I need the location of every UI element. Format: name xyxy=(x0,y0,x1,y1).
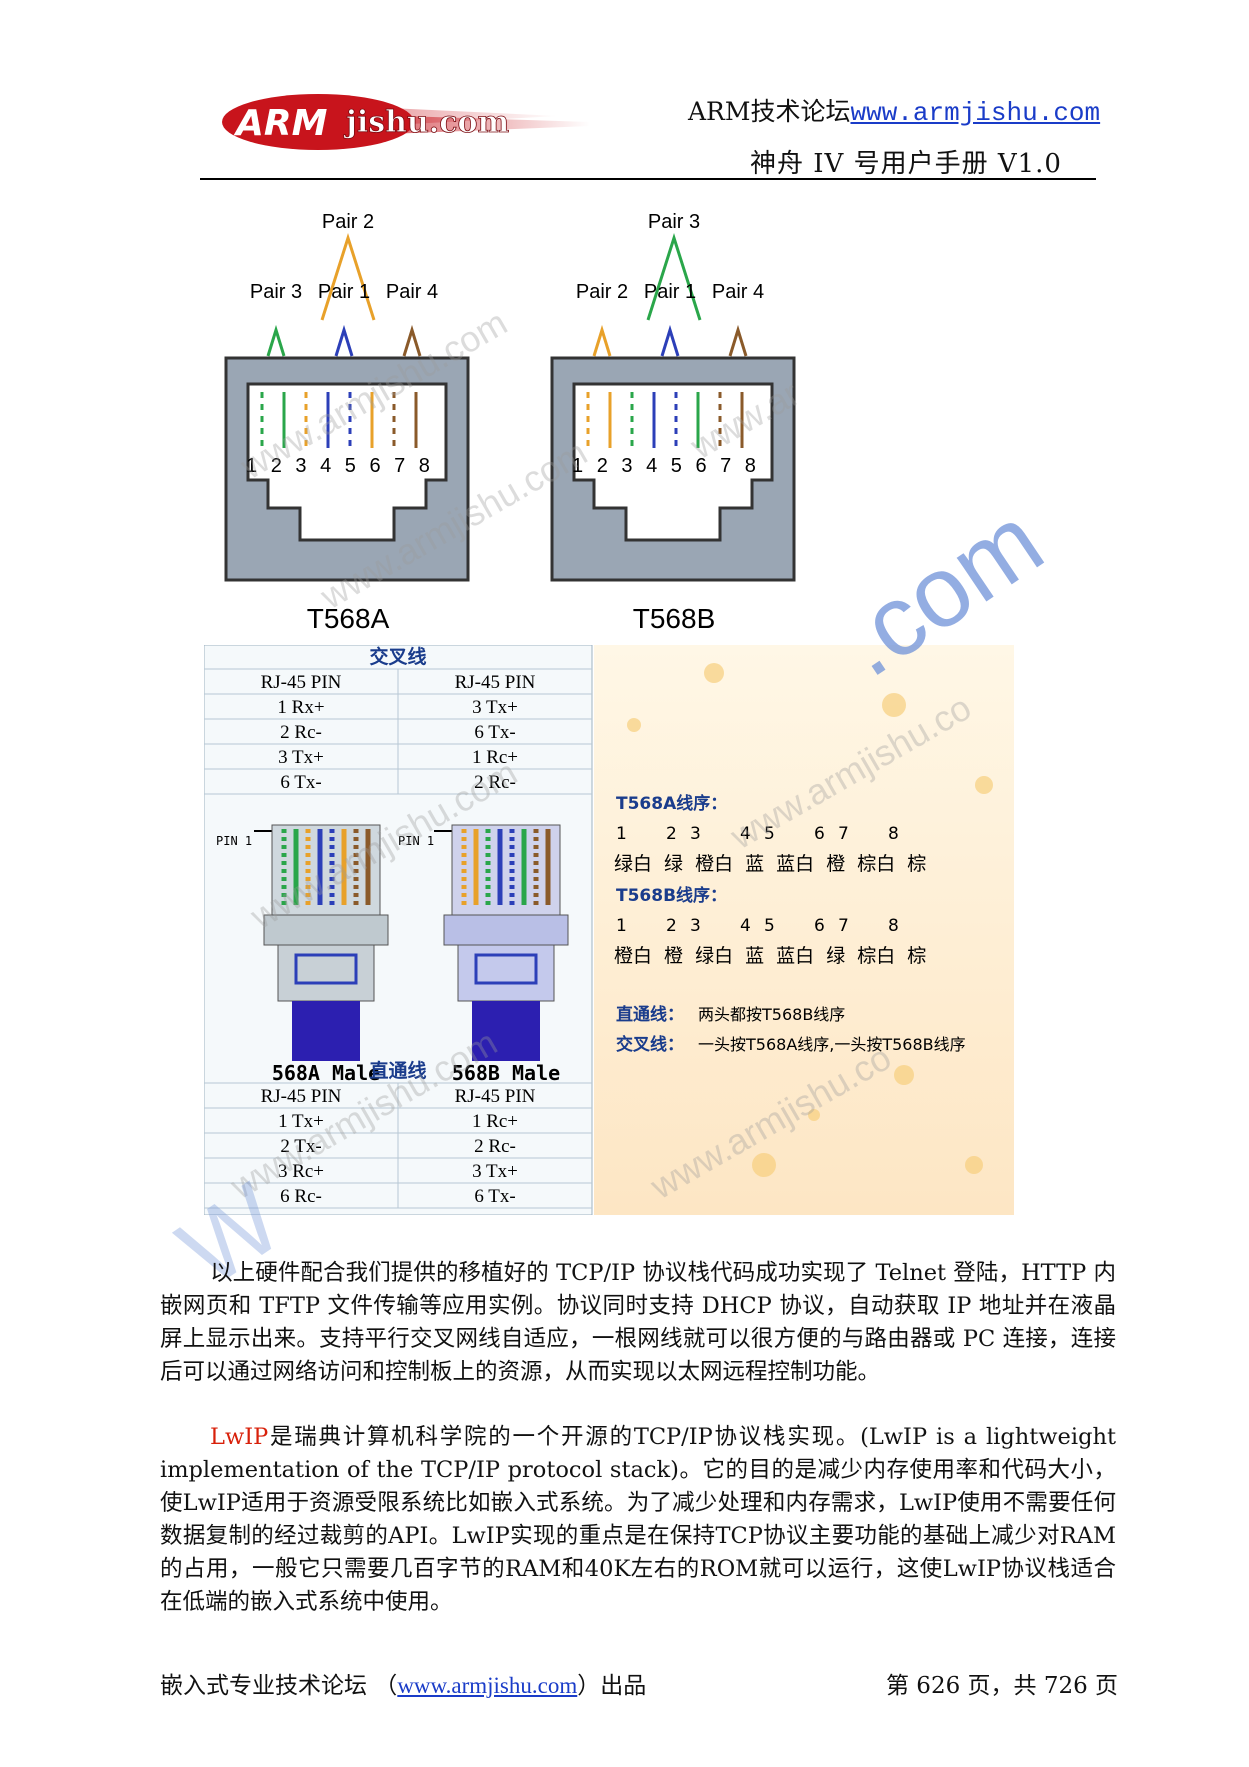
svg-text:1: 1 xyxy=(616,824,627,844)
wiring-order: T568A线序： 1 2 3 4 5 6 7 8 绿白 绿 橙白 蓝 蓝白 橙 … xyxy=(614,793,966,1055)
svg-text:3: 3 xyxy=(690,916,701,936)
svg-text:4: 4 xyxy=(740,916,751,936)
svg-text:2: 2 xyxy=(666,824,677,844)
pair-top-label: Pair 3 xyxy=(648,211,700,233)
cable-wiring-figure: 交叉线 RJ-45 PIN RJ-45 PIN 1 Rx+ 3 Tx+ 2 Rc… xyxy=(203,644,1014,1216)
table-cell: 2 Rc- xyxy=(474,772,516,793)
t568a-jack: Pair 2 Pair 3 Pair 1 Pair 4 1 2 3 4 5 6 … xyxy=(224,211,470,634)
pair-label: Pair 4 xyxy=(712,281,764,303)
svg-text:7: 7 xyxy=(838,824,849,844)
column-header: RJ-45 PIN xyxy=(455,1086,536,1107)
pin1-label: PIN 1 xyxy=(398,834,434,848)
table-cell: 2 Tx- xyxy=(280,1136,321,1157)
table-title: 直通线 xyxy=(369,1059,426,1082)
table-cell: 2 Rc- xyxy=(280,722,322,743)
plug-568a-label: 568A Male xyxy=(272,1061,380,1085)
footer-left: 嵌入式专业技术论坛 （www.armjishu.com）出品 xyxy=(160,1673,647,1699)
straight-note-text: 两头都按T568B线序 xyxy=(698,1005,845,1024)
t568a-order-title: T568A线序： xyxy=(616,793,727,814)
t568b-colors: 橙白 橙 绿白 蓝 蓝白 绿 棕白 棕 xyxy=(614,945,926,967)
header-rule xyxy=(200,178,1096,180)
table-cell: 2 Rc- xyxy=(474,1136,516,1157)
svg-text:6: 6 xyxy=(814,824,825,844)
table-cell: 1 Rc+ xyxy=(472,1111,518,1132)
table-cell: 6 Tx- xyxy=(474,722,515,743)
svg-text:2: 2 xyxy=(666,916,677,936)
plug-568b: PIN 1 568B Male xyxy=(398,824,569,1085)
pair-label: Pair 4 xyxy=(386,281,438,303)
table-cell: 6 Tx- xyxy=(280,772,321,793)
cross-note-label: 交叉线： xyxy=(616,1034,684,1055)
column-header: RJ-45 PIN xyxy=(455,672,536,693)
column-header: RJ-45 PIN xyxy=(261,672,342,693)
plug-568b-label: 568B Male xyxy=(452,1061,560,1085)
pair-label: Pair 1 xyxy=(318,281,370,303)
svg-text:8: 8 xyxy=(888,916,899,936)
svg-text:8: 8 xyxy=(888,824,899,844)
pin-numbers: 1 2 3 4 5 6 7 8 xyxy=(246,455,434,477)
table-cell: 1 Rx+ xyxy=(277,697,324,718)
table-cell: 1 Rc+ xyxy=(472,747,518,768)
table-cell: 1 Tx+ xyxy=(278,1111,324,1132)
svg-text:5: 5 xyxy=(764,824,775,844)
rj45-pinout-figure: Pair 2 Pair 3 Pair 1 Pair 4 1 2 3 4 5 6 … xyxy=(222,208,822,648)
table-cell: 6 Rc- xyxy=(280,1186,322,1207)
forum-link[interactable]: www.armjishu.com xyxy=(850,98,1101,128)
t568b-jack: Pair 3 Pair 2 Pair 1 Pair 4 1 2 3 4 5 6 … xyxy=(550,211,796,634)
svg-text:3: 3 xyxy=(690,824,701,844)
svg-text:4: 4 xyxy=(740,824,751,844)
plug-568a: PIN 1 568A Male xyxy=(216,824,389,1085)
cross-note-text: 一头按T568A线序,一头按T568B线序 xyxy=(698,1035,966,1054)
manual-title: 神舟 IV 号用户手册 V1.0 xyxy=(750,149,1062,179)
t568b-order-title: T568B线序： xyxy=(616,885,727,906)
t568a-title: T568A xyxy=(307,603,390,634)
footer-link[interactable]: www.armjishu.com xyxy=(397,1673,578,1698)
svg-text:6: 6 xyxy=(814,916,825,936)
svg-text:1: 1 xyxy=(616,916,627,936)
pair-top-label: Pair 2 xyxy=(322,211,374,233)
table-cell: 3 Tx+ xyxy=(278,747,324,768)
straight-note-label: 直通线： xyxy=(616,1004,684,1025)
page-number: 第 626 页，共 726 页 xyxy=(886,1673,1119,1699)
table-cell: 3 Tx+ xyxy=(472,1161,518,1182)
logo-text: ARM xyxy=(233,103,328,144)
svg-text:5: 5 xyxy=(764,916,775,936)
table-cell: 3 Tx+ xyxy=(472,697,518,718)
t568b-numbers: 1 2 3 4 5 6 7 8 xyxy=(616,916,899,936)
pair-label: Pair 2 xyxy=(576,281,628,303)
pair-label: Pair 3 xyxy=(250,281,302,303)
pair-label: Pair 1 xyxy=(644,281,696,303)
table-cell: 6 Tx- xyxy=(474,1186,515,1207)
crossover-table: 交叉线 RJ-45 PIN RJ-45 PIN 1 Rx+ 3 Tx+ 2 Rc… xyxy=(204,645,592,795)
table-cell: 3 Rc+ xyxy=(278,1161,324,1182)
pin-numbers: 1 2 3 4 5 6 7 8 xyxy=(572,455,760,477)
pin1-label: PIN 1 xyxy=(216,834,252,848)
t568a-colors: 绿白 绿 橙白 蓝 蓝白 橙 棕白 棕 xyxy=(614,853,926,875)
t568b-title: T568B xyxy=(633,603,716,634)
table-title: 交叉线 xyxy=(369,645,426,668)
t568a-numbers: 1 2 3 4 5 6 7 8 xyxy=(616,824,899,844)
svg-text:jishu.com: jishu.com xyxy=(343,105,509,140)
paragraph-2: LwIP是瑞典计算机科学院的一个开源的TCP/IP协议栈实现。(LwIP is … xyxy=(160,1424,1116,1615)
header-forum: ARM技术论坛www.armjishu.com xyxy=(688,92,1100,128)
armjishu-logo: ARM jishu.com xyxy=(218,92,590,154)
paragraph-1: 以上硬件配合我们提供的移植好的 TCP/IP 协议栈代码成功实现了 Telnet… xyxy=(160,1260,1116,1385)
straight-table: 直通线 RJ-45 PIN RJ-45 PIN 1 Tx+ 1 Rc+ 2 Tx… xyxy=(204,1059,592,1209)
lwip-highlight: LwIP xyxy=(210,1424,269,1450)
column-header: RJ-45 PIN xyxy=(261,1086,342,1107)
svg-text:7: 7 xyxy=(838,916,849,936)
forum-label: ARM技术论坛 xyxy=(688,97,851,126)
